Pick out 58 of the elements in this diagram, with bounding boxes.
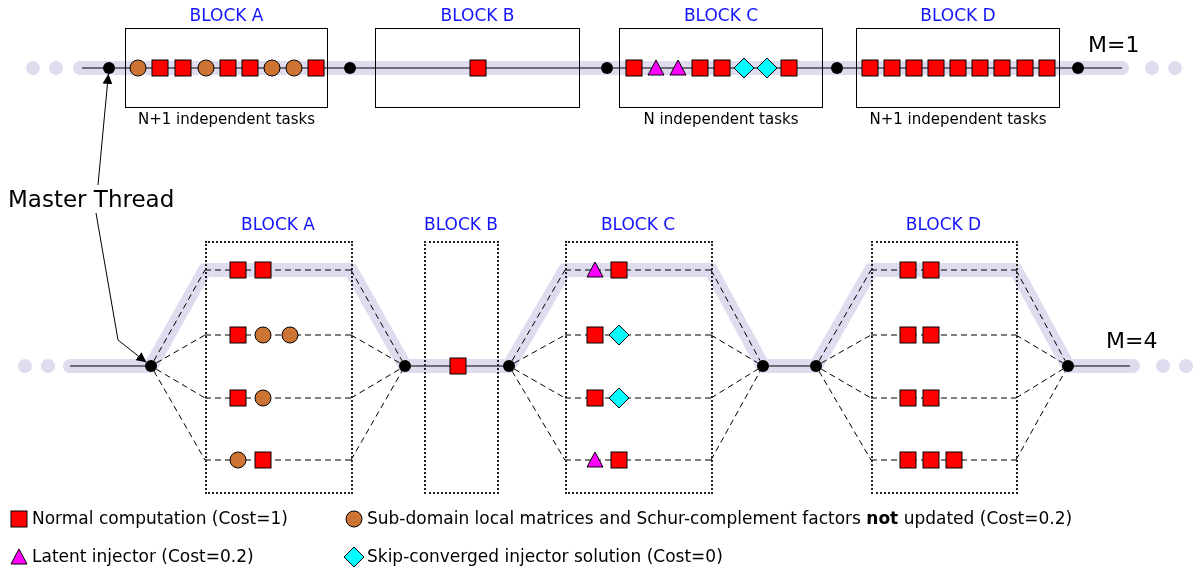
thread-line <box>355 67 376 69</box>
dashed-connector <box>710 334 759 364</box>
dashed-connector <box>513 334 566 364</box>
dashed-connector <box>1015 334 1064 364</box>
legend-text: Skip-converged injector solution (Cost=0) <box>367 546 723 566</box>
thread-line <box>842 67 857 69</box>
dashed-connector <box>818 370 872 461</box>
dashed-connector <box>350 334 401 364</box>
legend-text: Normal computation (Cost=1) <box>32 508 288 528</box>
block-title: BLOCK A <box>188 5 265 25</box>
thread-count-label: M=4 <box>1106 328 1158 353</box>
dashed-connector <box>153 269 206 362</box>
thread-line <box>768 365 811 367</box>
dashed-connector <box>820 368 872 399</box>
thread-line <box>496 365 504 367</box>
legend-text: Sub-domain local matrices and Schur-complement factors not updated (Cost=0.2) <box>367 508 1073 528</box>
dashed-connector <box>820 334 872 364</box>
block-caption: N independent tasks <box>642 110 800 128</box>
thread-line <box>114 67 126 69</box>
dashed-connector <box>511 269 566 362</box>
thread-line <box>579 67 602 69</box>
dashed-connector <box>513 368 566 399</box>
thread-line <box>69 365 146 367</box>
thread-line <box>81 67 104 69</box>
thread-line <box>1059 67 1073 69</box>
thread-line <box>612 67 620 69</box>
leader-arrow <box>97 73 113 186</box>
block-title: BLOCK D <box>919 5 997 25</box>
block-title: BLOCK A <box>240 214 316 234</box>
dashed-connector <box>1015 370 1066 461</box>
dashed-connector <box>1015 269 1066 362</box>
legend-text: Latent injector (Cost=0.2) <box>32 546 254 566</box>
thread-line <box>1083 67 1123 69</box>
block-caption: N+1 independent tasks <box>868 110 1048 128</box>
dashed-connector <box>818 269 872 362</box>
dashed-connector <box>155 368 206 399</box>
leader-arrow <box>95 212 147 363</box>
thread-line <box>327 67 345 69</box>
dashed-connector <box>710 269 761 362</box>
dashed-connector <box>350 370 403 461</box>
block-caption: N+1 independent tasks <box>136 110 317 128</box>
thread-count-label: M=1 <box>1088 32 1140 57</box>
block-title: BLOCK D <box>904 214 983 234</box>
dashed-connector <box>155 334 206 364</box>
block-title: BLOCK B <box>424 214 497 234</box>
dashed-connector <box>710 368 759 399</box>
dashed-connector <box>710 370 761 461</box>
thread-line <box>1073 365 1131 367</box>
block-title: BLOCK C <box>682 5 760 25</box>
dashed-connector <box>1015 368 1064 399</box>
dashed-connector <box>350 269 403 362</box>
thread-line <box>410 365 425 367</box>
block-title: BLOCK B <box>439 5 516 25</box>
block-title: BLOCK C <box>599 214 677 234</box>
thread-line <box>822 67 832 69</box>
dashed-connector <box>511 370 566 461</box>
dashed-connector <box>350 368 401 399</box>
dashed-connector <box>153 370 206 461</box>
